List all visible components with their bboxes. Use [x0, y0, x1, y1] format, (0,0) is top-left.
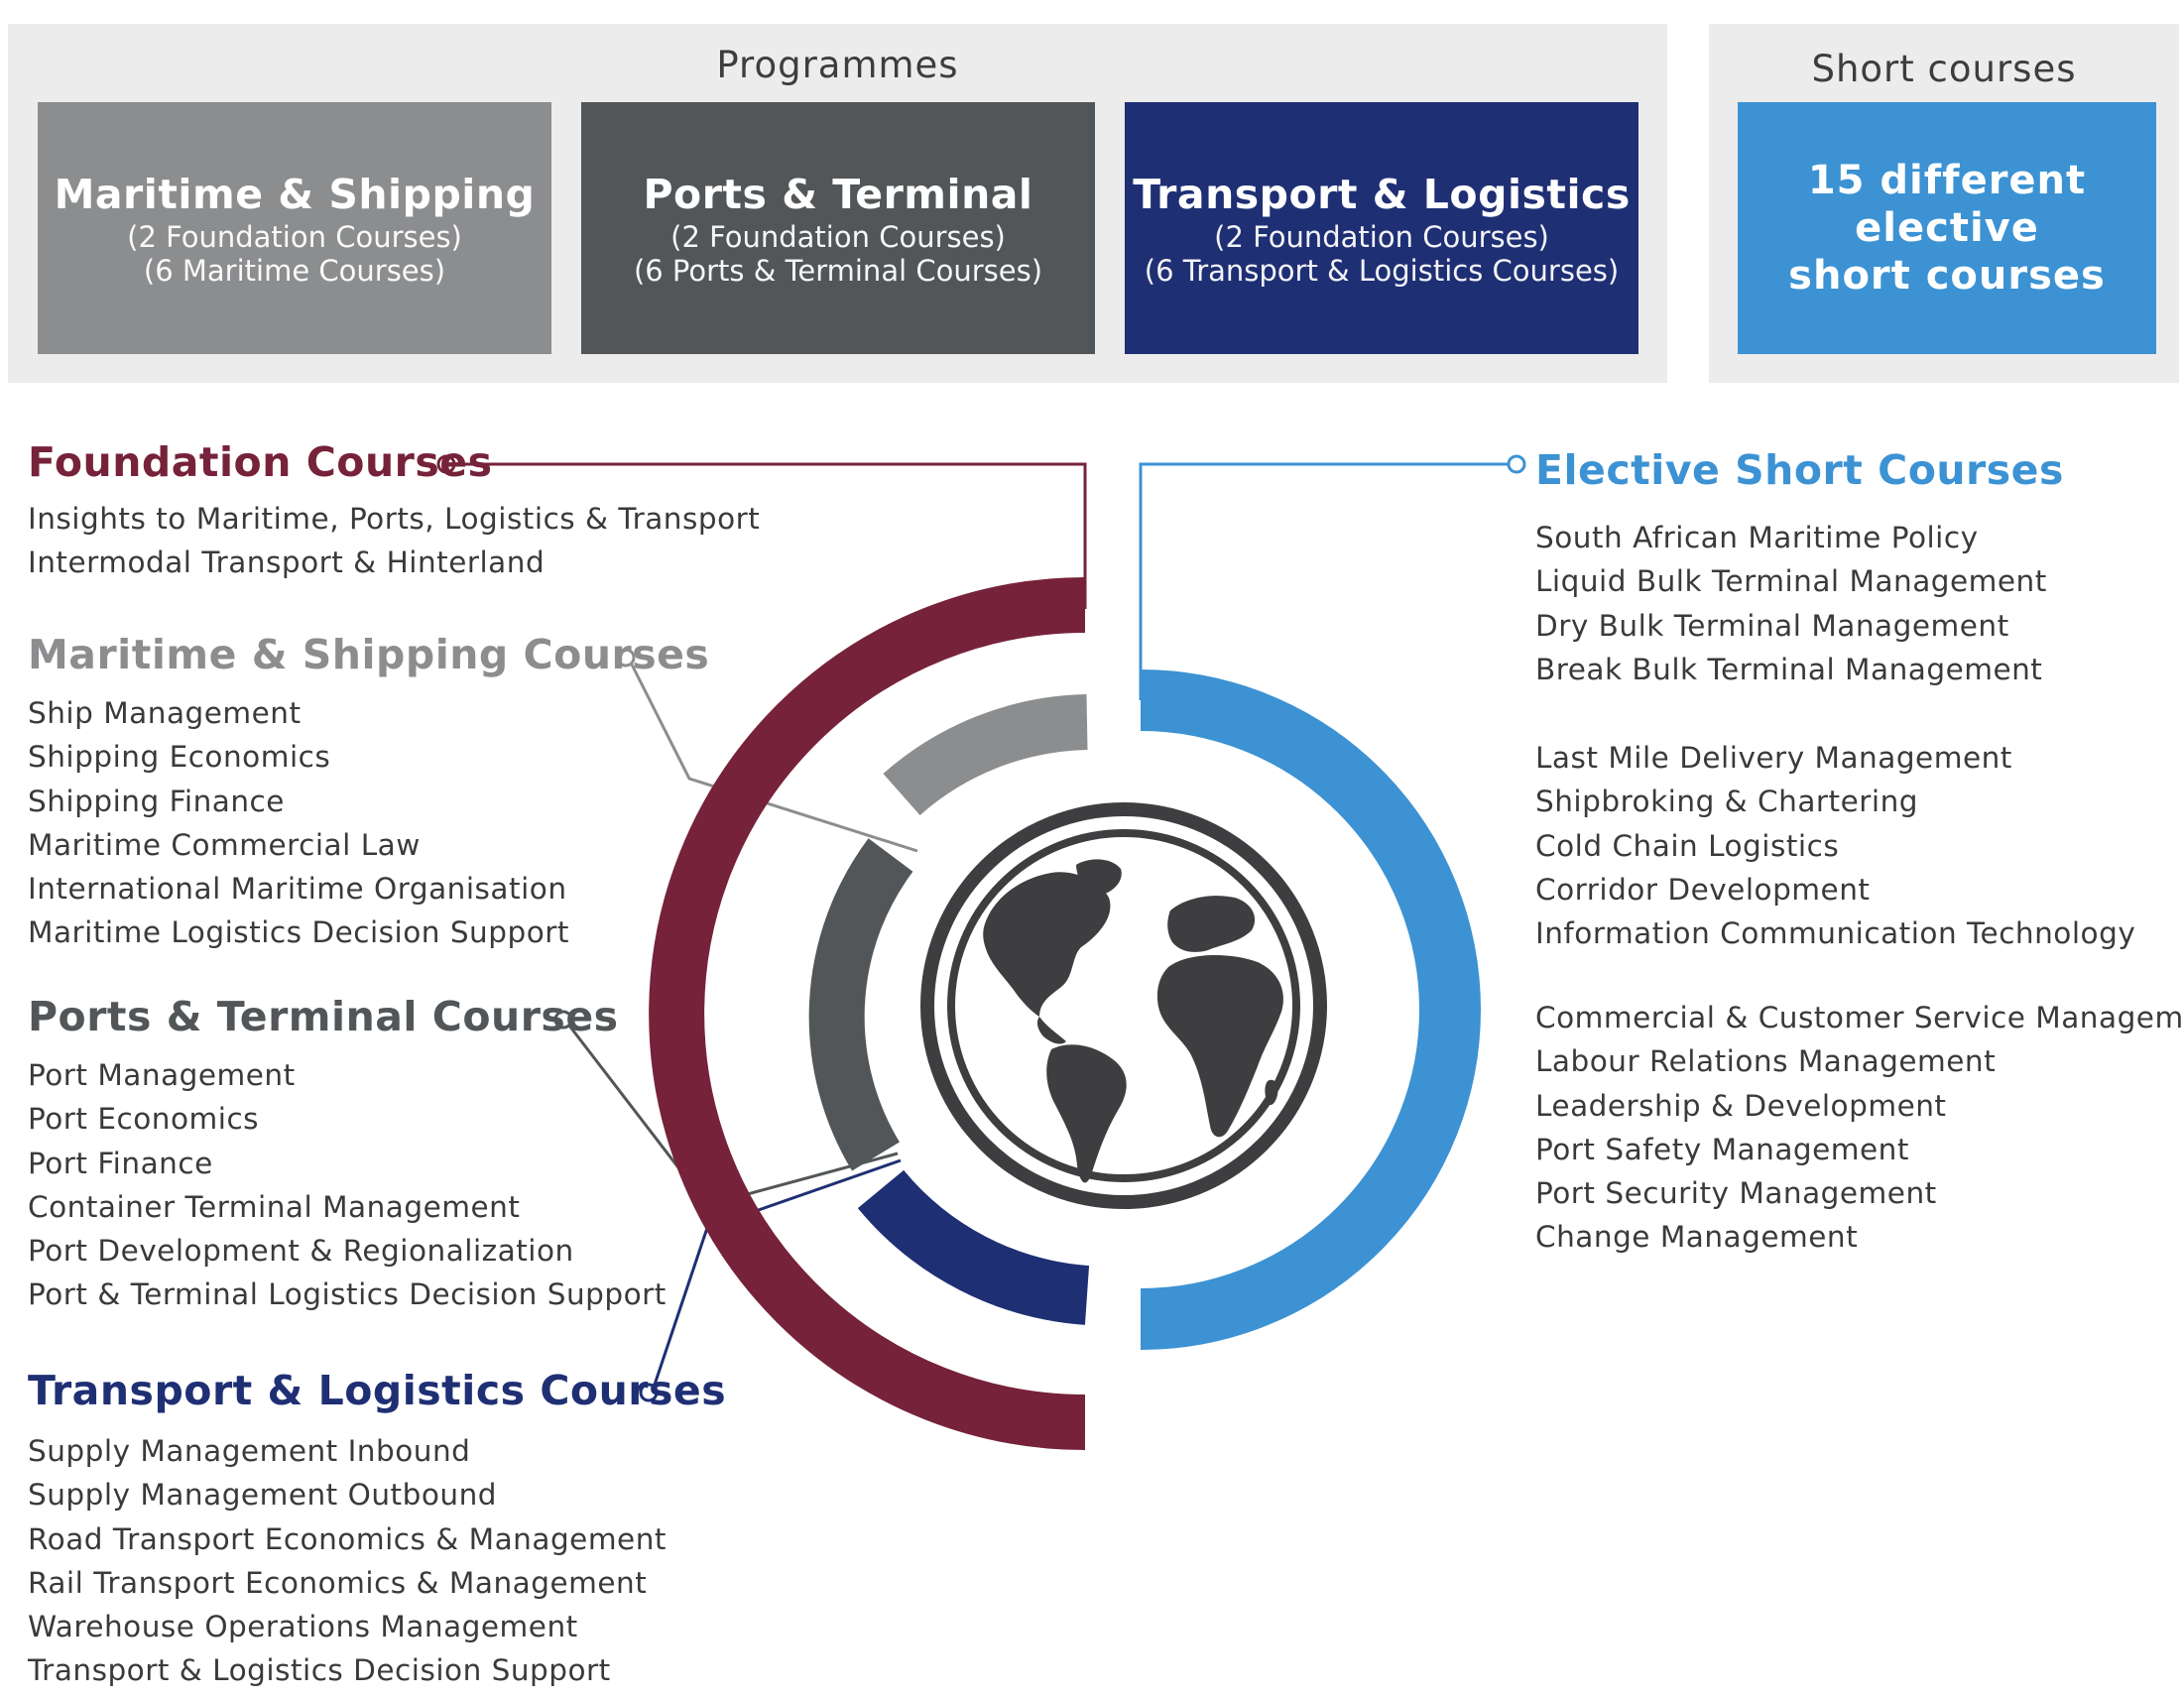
programme-card-title: Maritime & Shipping [54, 171, 536, 218]
elective-list-group3: Commercial & Customer Service Management… [1535, 996, 2184, 1260]
elective-connector [1139, 462, 1509, 700]
list-item: Port Management [28, 1058, 296, 1092]
list-item: South African Maritime Policy [1535, 521, 1979, 554]
list-item: Container Terminal Management [28, 1189, 521, 1224]
ports-connector-dot [553, 1010, 573, 1030]
list-item: Rail Transport Economics & Management [28, 1565, 648, 1600]
list-item: Liquid Bulk Terminal Management [1535, 564, 2047, 599]
maritime-list: Ship Management Shipping Economics Shipp… [28, 691, 569, 955]
foundation-connector [454, 462, 1087, 609]
programme-card-line: (6 Transport & Logistics Courses) [1144, 254, 1620, 288]
programme-card-line: (6 Ports & Terminal Courses) [633, 254, 1043, 288]
transport-list: Supply Management Inbound Supply Managem… [28, 1429, 667, 1693]
list-item: Maritime Commercial Law [28, 827, 421, 862]
list-item: Corridor Development [1535, 872, 1871, 907]
elective-list-group1: South African Maritime Policy Liquid Bul… [1535, 516, 2047, 691]
list-item: Shipbroking & Chartering [1535, 785, 1919, 819]
short-courses-card[interactable]: 15 different elective short courses [1738, 102, 2156, 354]
list-item: Insights to Maritime, Ports, Logistics &… [28, 502, 761, 536]
programme-card-ports[interactable]: Ports & Terminal (2 Foundation Courses) … [581, 102, 1095, 354]
ports-heading: Ports & Terminal Courses [28, 993, 619, 1040]
programmes-panel: Programmes Maritime & Shipping (2 Founda… [8, 24, 1667, 383]
list-item: Last Mile Delivery Management [1535, 741, 2012, 775]
list-item: Port & Terminal Logistics Decision Suppo… [28, 1277, 667, 1312]
list-item: Port Security Management [1535, 1176, 1937, 1211]
elective-arc [1140, 669, 1481, 1350]
foundation-list: Insights to Maritime, Ports, Logistics &… [28, 497, 760, 585]
short-courses-panel: Short courses 15 different elective shor… [1709, 24, 2179, 383]
programmes-title: Programmes [716, 44, 959, 86]
list-item: Leadership & Development [1535, 1088, 1947, 1123]
list-item: Change Management [1535, 1220, 1859, 1255]
list-item: Port Development & Regionalization [28, 1234, 574, 1269]
transport-arc [857, 1169, 1090, 1325]
short-courses-card-line: short courses [1788, 253, 2106, 299]
list-item: Intermodal Transport & Hinterland [28, 546, 546, 580]
foundation-arc [649, 577, 1086, 1450]
programme-card-line: (2 Foundation Courses) [127, 220, 462, 254]
programme-card-line: (2 Foundation Courses) [670, 220, 1006, 254]
maritime-connector [630, 664, 918, 853]
list-item: Shipping Finance [28, 784, 285, 818]
short-courses-title: Short courses [1811, 48, 2077, 90]
list-item: Supply Management Outbound [28, 1478, 497, 1513]
list-item: Ship Management [28, 696, 302, 730]
ports-list: Port Management Port Economics Port Fina… [28, 1053, 667, 1317]
foundation-connector-dot [436, 454, 456, 474]
foundation-heading: Foundation Courses [28, 438, 493, 486]
programme-card-title: Ports & Terminal [643, 171, 1033, 218]
globe-icon [920, 802, 1327, 1209]
list-item: Warehouse Operations Management [28, 1610, 578, 1644]
maritime-connector-dot [616, 648, 636, 667]
list-item: Port Finance [28, 1146, 213, 1180]
list-item: Information Communication Technology [1535, 916, 2136, 951]
list-item: Break Bulk Terminal Management [1535, 652, 2043, 686]
list-item: Road Transport Economics & Management [28, 1521, 667, 1556]
list-item: Dry Bulk Terminal Management [1535, 608, 2009, 643]
elective-list-group2: Last Mile Delivery Management Shipbrokin… [1535, 736, 2135, 955]
transport-connector-dot [639, 1383, 659, 1402]
list-item: Port Safety Management [1535, 1132, 1909, 1166]
maritime-arc [883, 694, 1088, 816]
list-item: Commercial & Customer Service Management [1535, 1001, 2184, 1034]
programme-card-line: (6 Maritime Courses) [143, 254, 446, 288]
list-item: International Maritime Organisation [28, 872, 567, 907]
programme-card-line: (2 Foundation Courses) [1214, 220, 1549, 254]
transport-heading: Transport & Logistics Courses [28, 1367, 727, 1414]
list-item: Cold Chain Logistics [1535, 828, 1840, 863]
maritime-heading: Maritime & Shipping Courses [28, 631, 710, 678]
elective-connector-dot [1507, 454, 1526, 474]
list-item: Port Economics [28, 1102, 260, 1137]
elective-heading: Elective Short Courses [1535, 446, 2064, 494]
ports-arc [808, 838, 913, 1171]
programme-card-title: Transport & Logistics [1133, 171, 1631, 218]
list-item: Labour Relations Management [1535, 1044, 1997, 1079]
short-courses-card-line: 15 different elective [1807, 158, 2087, 251]
programme-card-transport[interactable]: Transport & Logistics (2 Foundation Cour… [1125, 102, 1638, 354]
list-item: Shipping Economics [28, 740, 331, 775]
list-item: Maritime Logistics Decision Support [28, 915, 569, 950]
programme-card-maritime[interactable]: Maritime & Shipping (2 Foundation Course… [38, 102, 551, 354]
list-item: Supply Management Inbound [28, 1434, 471, 1468]
list-item: Transport & Logistics Decision Support [28, 1653, 611, 1688]
